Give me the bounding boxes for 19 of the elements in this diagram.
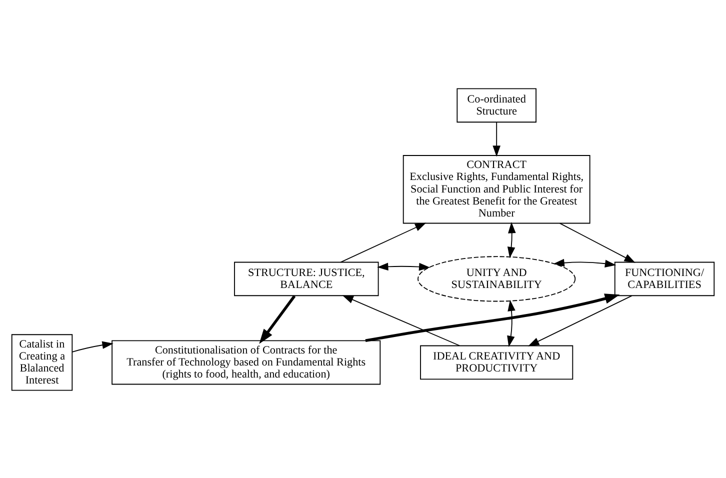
arrow: [342, 294, 460, 346]
arrow: [72, 340, 114, 352]
node-box: Catalist in Creating a Blalanced Interest: [11, 334, 73, 390]
node-box: STRUCTURE: JUSTICE, BALANCE: [234, 261, 379, 296]
node-box: Co-ordinated Structure: [456, 88, 536, 122]
node-box: Constitutionalisation of Contracts for the Transfer of Technology based on Fundamental Rights (rights to food, health, and education): [112, 340, 381, 384]
node-box: FUNCTIONING/ CAPABILITIES: [614, 261, 715, 296]
arrow: [507, 299, 516, 346]
arrow: [528, 294, 632, 346]
arrow: [377, 262, 430, 270]
arrow: [492, 121, 500, 156]
node-box: CONTRACT Exclusive Rights, Fundamental Rights, Social Function and Public Interest for the Greatest Benefit for the Greatest Number: [402, 154, 590, 224]
arrow: [507, 222, 516, 258]
arrow: [559, 222, 636, 262]
node-box: IDEAL CREATIVITY AND PRODUCTIVITY: [420, 344, 574, 380]
arrow: [365, 293, 620, 342]
arrow: [553, 258, 616, 267]
arrow: [340, 222, 426, 262]
arrow: [259, 294, 296, 344]
